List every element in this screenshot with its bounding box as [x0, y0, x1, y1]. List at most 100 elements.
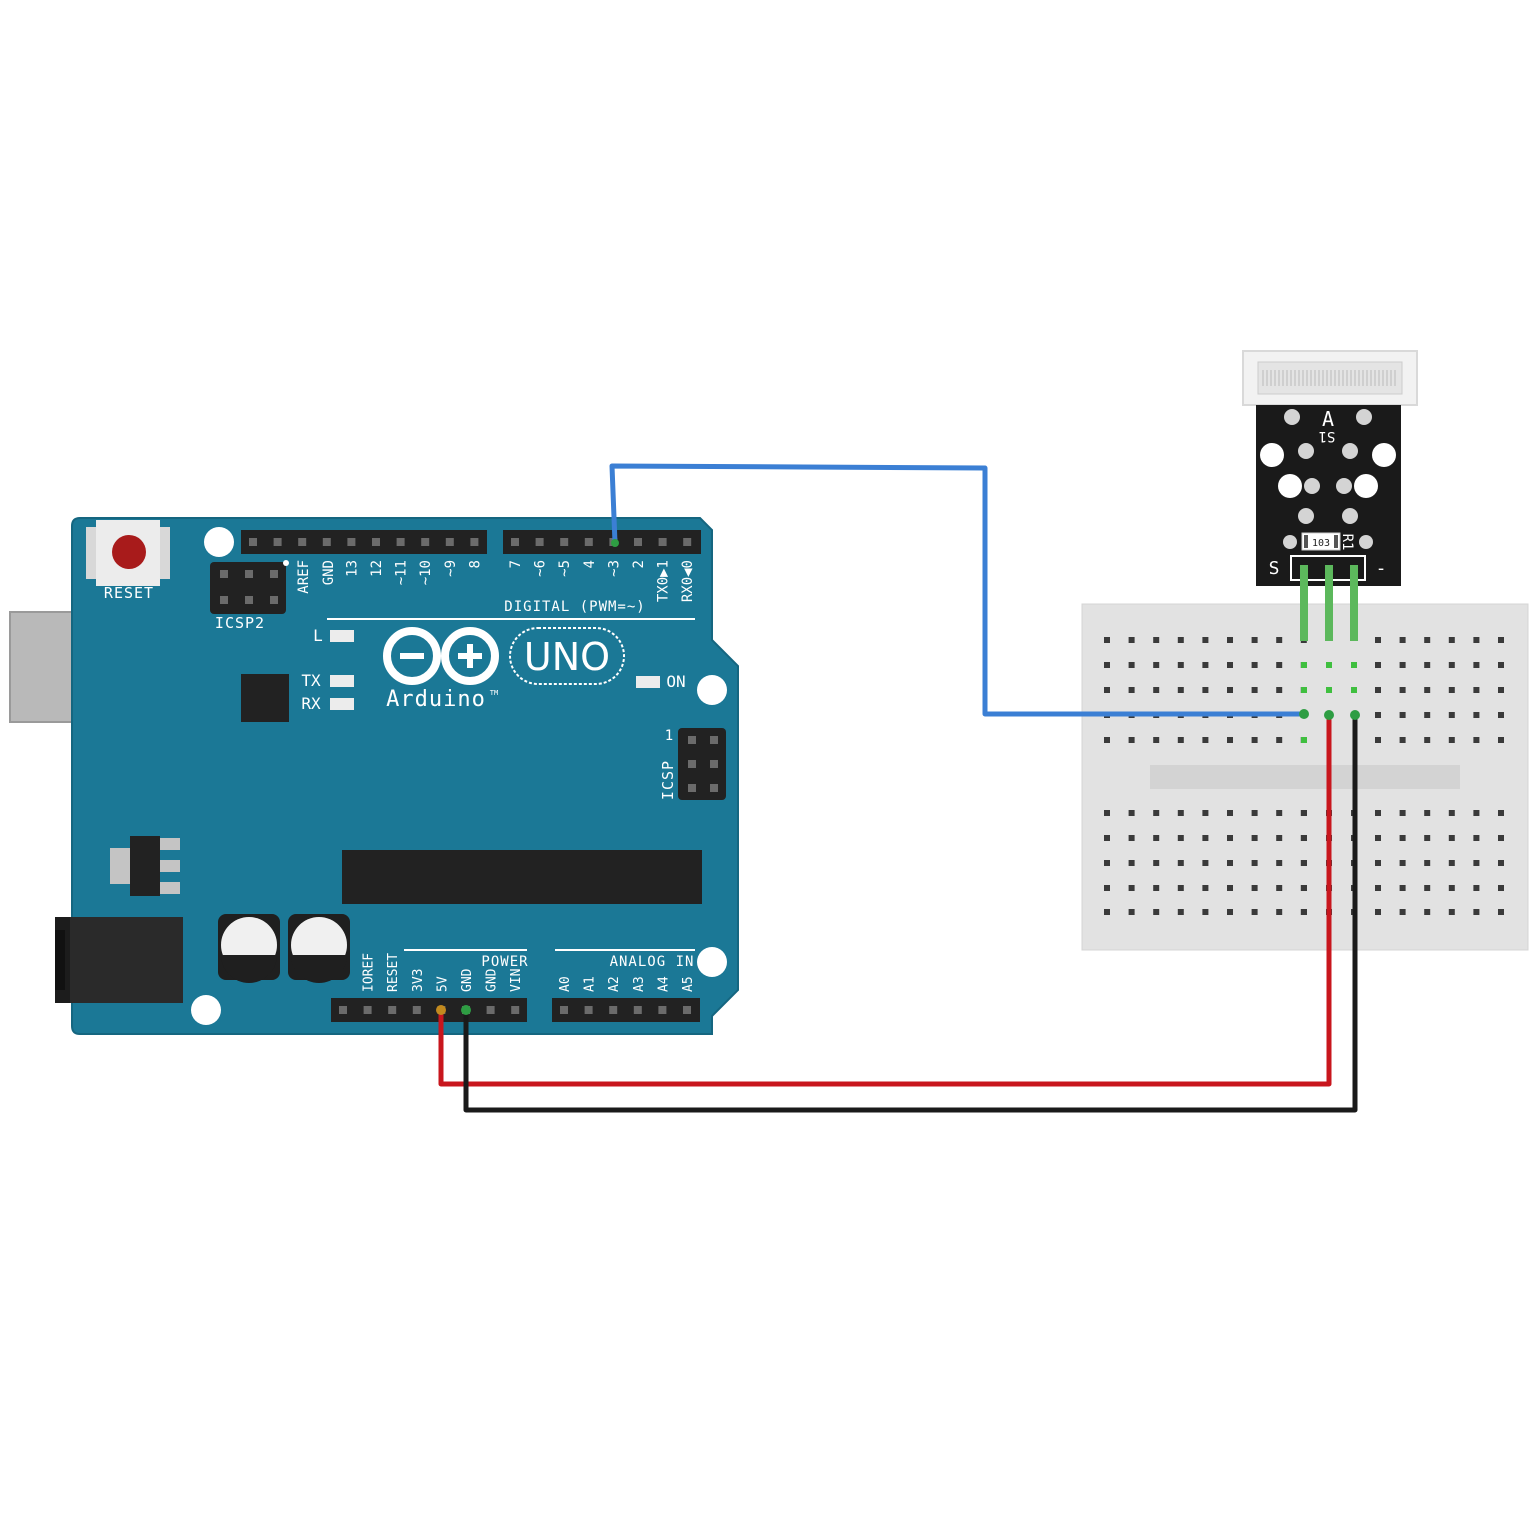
breadboard-hole: [1424, 835, 1431, 841]
breadboard-hole-connected: [1351, 687, 1357, 693]
breadboard-hole: [1251, 810, 1258, 816]
power-label: POWER: [481, 954, 528, 970]
breadboard-hole: [1375, 909, 1381, 915]
sensor-module: A S1 103 R1 S -: [1242, 350, 1418, 641]
breadboard-hole: [1473, 737, 1480, 743]
power-header: [331, 998, 527, 1022]
breadboard-hole: [1177, 885, 1184, 891]
power-pin-label: RESET: [386, 953, 401, 992]
breadboard-hole: [1301, 909, 1307, 915]
header-pin: [560, 538, 569, 546]
breadboard-hole: [1301, 810, 1307, 816]
breadboard-hole-connected: [1351, 662, 1357, 668]
breadboard-hole: [1301, 835, 1307, 841]
logo-uno: UNO: [524, 635, 610, 679]
breadboard-hole: [1448, 662, 1455, 668]
header-pin: [683, 538, 692, 546]
breadboard-hole: [1153, 860, 1160, 866]
header-pin: [249, 538, 257, 546]
led-l-label: L: [313, 626, 323, 645]
breadboard-hole: [1128, 662, 1135, 668]
digital-label: DIGITAL (PWM=~): [504, 599, 645, 615]
breadboard-hole-connected: [1326, 687, 1332, 693]
breadboard-hole: [1448, 637, 1455, 643]
breadboard-hole: [1498, 860, 1504, 866]
digital-pin-label: 2: [631, 560, 647, 568]
breadboard-hole: [1448, 687, 1455, 693]
breadboard-hole: [1227, 687, 1233, 693]
breadboard-hole: [1104, 835, 1110, 841]
wire-signal: [609, 463, 1304, 717]
breadboard-hole: [1227, 737, 1233, 743]
breadboard-hole: [1128, 860, 1135, 866]
analog-pin-label: A5: [681, 976, 696, 992]
breadboard-hole: [1177, 687, 1184, 693]
mounting-hole: [697, 947, 727, 977]
breadboard-hole: [1227, 909, 1233, 915]
header-pin: [584, 538, 593, 546]
breadboard-hole: [1251, 662, 1258, 668]
breadboard-hole: [1276, 637, 1283, 643]
analog-pin-label: A1: [583, 976, 598, 992]
header-pin: [347, 538, 356, 546]
analog-pin-label: A2: [607, 976, 622, 992]
header-pin: [470, 538, 479, 546]
breadboard-hole: [1375, 712, 1381, 718]
breadboard-holes: [1104, 637, 1504, 915]
breadboard-hole: [1128, 737, 1135, 743]
digital-pin-label: ~11: [394, 560, 410, 585]
digital-pin-label: ~10: [418, 560, 434, 585]
breadboard-hole: [1473, 885, 1480, 891]
breadboard-hole: [1399, 885, 1406, 891]
breadboard-hole: [1301, 860, 1307, 866]
breadboard-hole: [1202, 860, 1209, 866]
breadboard-hole: [1128, 810, 1135, 816]
breadboard-hole: [1153, 637, 1160, 643]
breadboard-hole: [1227, 860, 1233, 866]
breadboard-hole-connected: [1326, 662, 1332, 668]
led-l: [330, 630, 354, 642]
led-rx: [330, 698, 354, 710]
header-pin: [396, 538, 405, 546]
breadboard-hole: [1424, 737, 1431, 743]
board-pcb: [71, 517, 739, 1035]
breadboard-hole: [1498, 810, 1504, 816]
sensor-resistor-label: R1: [1339, 534, 1355, 551]
power-pin-label: GND: [460, 968, 475, 992]
wire-end-marker: [436, 1005, 446, 1015]
breadboard-hole: [1251, 885, 1258, 891]
icsp2-label: ICSP2: [215, 614, 265, 632]
breadboard-hole: [1104, 737, 1110, 743]
power-pin-label: 5V: [435, 976, 450, 992]
digital-pin-label: AREF: [296, 560, 312, 594]
breadboard-hole: [1251, 687, 1258, 693]
digital-pin-label: RX0◀0: [680, 560, 696, 602]
breadboard-hole-connected: [1301, 737, 1307, 743]
breadboard-hole: [1424, 909, 1431, 915]
header-pin: [511, 538, 519, 546]
header-pin: [633, 1006, 642, 1014]
breadboard-hole: [1153, 810, 1160, 816]
breadboard-hole: [1301, 885, 1307, 891]
breadboard-hole: [1227, 835, 1233, 841]
breadboard-hole: [1177, 909, 1184, 915]
breadboard-hole: [1473, 909, 1480, 915]
header-pin: [511, 1006, 520, 1014]
breadboard-hole: [1498, 712, 1504, 718]
bottom-header-pins: [339, 1006, 691, 1014]
breadboard-hole: [1227, 810, 1233, 816]
breadboard-hole: [1202, 687, 1209, 693]
breadboard-hole: [1473, 662, 1480, 668]
reset-button[interactable]: [86, 520, 170, 586]
breadboard-hole: [1473, 687, 1480, 693]
header-pin: [421, 538, 430, 546]
breadboard-hole: [1128, 637, 1135, 643]
breadboard-hole: [1276, 909, 1283, 915]
breadboard-hole: [1251, 909, 1258, 915]
breadboard: [1081, 603, 1529, 951]
breadboard-hole: [1424, 662, 1431, 668]
wire-end-marker: [611, 539, 619, 547]
breadboard-hole: [1448, 835, 1455, 841]
